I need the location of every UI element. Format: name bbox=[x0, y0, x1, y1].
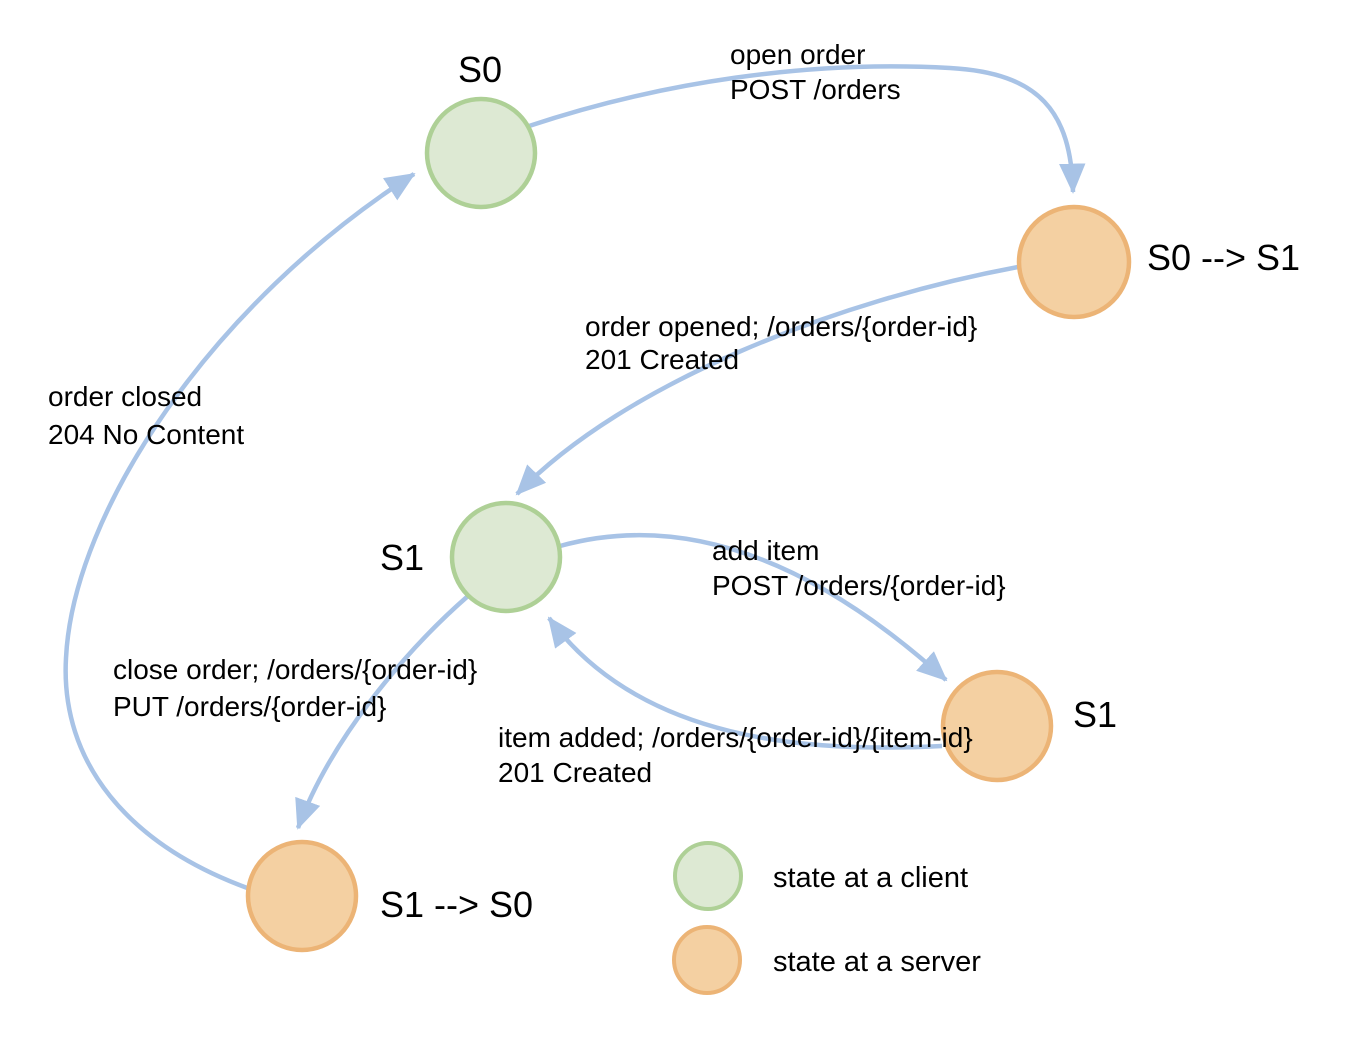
edge-order-opened bbox=[515, 264, 1019, 496]
edge-item-added bbox=[547, 616, 943, 750]
node-s0-client-label: S0 bbox=[458, 49, 502, 90]
legend-server-swatch bbox=[672, 925, 742, 995]
edge-label-open-order-line2: POST /orders bbox=[730, 74, 901, 105]
node-s1-to-s0-server-circle bbox=[245, 839, 359, 953]
node-s1-to-s0-server-label: S1 --> S0 bbox=[380, 884, 533, 925]
legend-server-label: state at a server bbox=[773, 946, 981, 978]
legend: state at a client state at a server bbox=[672, 841, 981, 995]
edge-label-close-order: close order; /orders/{order-id} PUT /ord… bbox=[113, 654, 477, 722]
edge-label-order-closed: order closed 204 No Content bbox=[48, 381, 244, 450]
node-s0-client-circle bbox=[424, 96, 538, 210]
edge-close-order bbox=[295, 594, 470, 830]
edge-label-order-opened: order opened; /orders/{order-id} 201 Cre… bbox=[585, 311, 977, 375]
edge-label-add-item: add item POST /orders/{order-id} bbox=[712, 535, 1006, 601]
edge-add-item bbox=[559, 533, 948, 682]
legend-client-swatch bbox=[673, 841, 743, 911]
edge-open-order bbox=[525, 64, 1086, 194]
node-s1-server-circle bbox=[940, 669, 1054, 783]
edge-label-item-added-line1: item added; /orders/{order-id}/{item-id} bbox=[498, 722, 973, 753]
node-s1-client-circle bbox=[449, 500, 563, 614]
edge-label-item-added: item added; /orders/{order-id}/{item-id}… bbox=[498, 722, 973, 788]
edge-label-open-order: open order POST /orders bbox=[730, 39, 901, 105]
edge-label-open-order-line1: open order bbox=[730, 39, 865, 70]
edge-order-closed bbox=[63, 172, 416, 892]
edge-label-order-opened-line1: order opened; /orders/{order-id} bbox=[585, 311, 977, 342]
edge-label-add-item-line2: POST /orders/{order-id} bbox=[712, 570, 1006, 601]
node-s0-to-s1-server-label: S0 --> S1 bbox=[1147, 237, 1300, 278]
edge-label-close-order-line1: close order; /orders/{order-id} bbox=[113, 654, 477, 685]
edge-label-item-added-line2: 201 Created bbox=[498, 757, 652, 788]
node-s1-server-label: S1 bbox=[1073, 694, 1117, 735]
node-s1-client-label: S1 bbox=[380, 537, 424, 578]
edge-label-order-closed-line2: 204 No Content bbox=[48, 419, 244, 450]
edge-label-add-item-line1: add item bbox=[712, 535, 819, 566]
legend-client-label: state at a client bbox=[773, 862, 968, 894]
edge-label-order-closed-line1: order closed bbox=[48, 381, 202, 412]
edge-label-order-opened-line2: 201 Created bbox=[585, 344, 739, 375]
edge-label-close-order-line2: PUT /orders/{order-id} bbox=[113, 691, 386, 722]
node-s0-to-s1-server-circle bbox=[1016, 204, 1132, 320]
